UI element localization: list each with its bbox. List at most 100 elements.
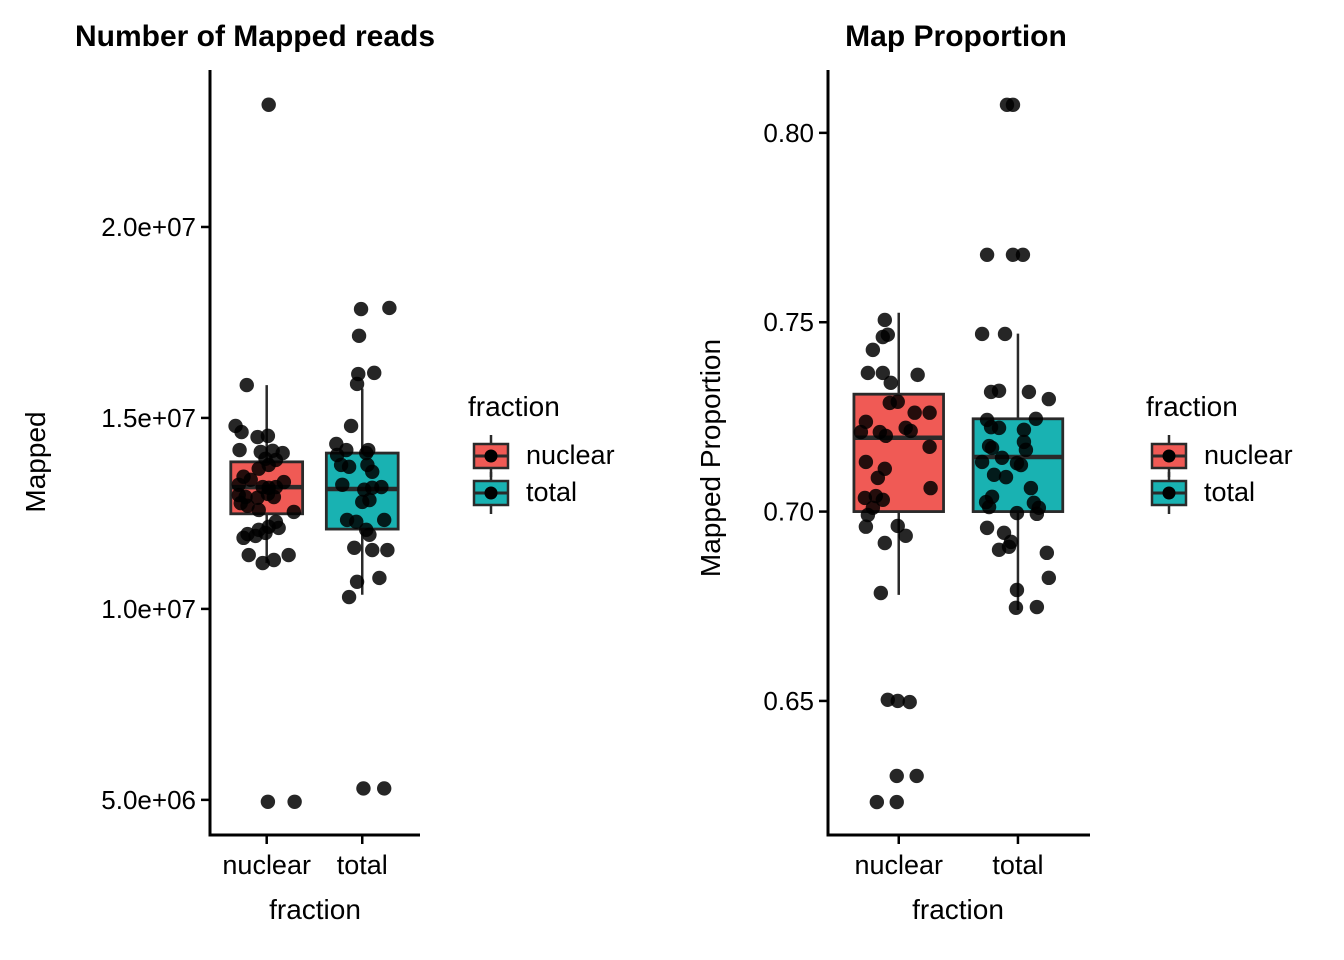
data-point bbox=[981, 499, 997, 515]
data-point bbox=[898, 528, 913, 544]
right-chart-title: Map Proportion bbox=[845, 20, 1067, 53]
legend-entry-nuclear: nuclear bbox=[468, 434, 615, 477]
data-point bbox=[1023, 480, 1039, 496]
data-point bbox=[1021, 384, 1037, 400]
data-point bbox=[231, 477, 246, 492]
data-point bbox=[1016, 422, 1032, 437]
data-point bbox=[261, 97, 276, 112]
data-point bbox=[1009, 505, 1025, 521]
data-point bbox=[923, 480, 938, 496]
data-point bbox=[880, 327, 895, 342]
jitter-points-total bbox=[974, 97, 1057, 615]
data-point bbox=[922, 405, 937, 420]
data-point bbox=[353, 301, 369, 317]
data-point bbox=[271, 520, 286, 536]
data-point bbox=[341, 589, 357, 605]
data-point bbox=[362, 527, 377, 543]
data-point bbox=[903, 423, 918, 439]
y-tick-label: 0.75 bbox=[763, 307, 814, 337]
data-point bbox=[979, 520, 995, 536]
data-point bbox=[382, 300, 397, 316]
legend-label-total: total bbox=[526, 477, 578, 507]
data-point bbox=[349, 514, 364, 530]
data-point bbox=[243, 472, 258, 488]
data-point bbox=[1041, 570, 1057, 586]
data-point bbox=[351, 328, 367, 344]
data-point bbox=[878, 428, 893, 444]
data-point bbox=[857, 490, 873, 506]
data-point bbox=[998, 469, 1014, 485]
y-tick-label: 0.65 bbox=[763, 686, 814, 716]
data-point bbox=[890, 518, 905, 534]
data-point bbox=[376, 781, 392, 796]
data-point bbox=[860, 365, 876, 381]
boxplot-key-icon-total bbox=[472, 471, 510, 514]
data-point bbox=[1039, 545, 1055, 561]
data-point bbox=[343, 418, 359, 434]
data-point bbox=[376, 512, 392, 528]
data-point bbox=[1018, 442, 1034, 458]
data-point bbox=[922, 439, 937, 455]
legend-entry-total: total bbox=[468, 471, 615, 514]
data-point bbox=[365, 542, 380, 558]
data-point bbox=[260, 794, 276, 809]
data-point bbox=[890, 693, 905, 709]
legend-title: fraction bbox=[1146, 391, 1238, 422]
data-point bbox=[889, 794, 904, 810]
data-point bbox=[356, 781, 371, 796]
legend-label-nuclear: nuclear bbox=[1204, 440, 1293, 470]
data-point bbox=[974, 326, 990, 342]
left-legend: fraction nuclear total bbox=[468, 391, 615, 514]
data-point bbox=[261, 457, 276, 473]
data-point bbox=[349, 574, 365, 589]
data-point bbox=[241, 547, 256, 563]
left-x-axis-title: fraction bbox=[269, 894, 361, 925]
data-point bbox=[258, 525, 273, 541]
data-point bbox=[365, 464, 380, 479]
y-tick-label: 0.70 bbox=[763, 497, 814, 527]
data-point bbox=[858, 519, 874, 534]
data-point bbox=[374, 479, 389, 495]
data-point bbox=[883, 375, 898, 391]
data-point bbox=[1028, 411, 1044, 426]
data-point bbox=[869, 794, 885, 810]
data-point bbox=[979, 247, 995, 263]
x-tick-label: total bbox=[992, 850, 1043, 880]
x-tick-label: total bbox=[337, 850, 388, 880]
data-point bbox=[260, 428, 276, 444]
jitter-points-nuclear bbox=[853, 312, 938, 810]
data-point bbox=[875, 492, 891, 508]
data-point bbox=[890, 394, 905, 409]
y-tick-label: 1.0e+07 bbox=[101, 594, 196, 624]
data-point bbox=[873, 585, 889, 601]
data-point bbox=[1015, 247, 1031, 263]
data-point bbox=[1013, 457, 1029, 473]
data-point bbox=[367, 365, 382, 381]
data-point bbox=[250, 429, 265, 445]
data-point bbox=[1005, 97, 1021, 113]
data-point bbox=[1041, 391, 1057, 407]
data-point bbox=[870, 470, 886, 486]
data-point bbox=[349, 376, 365, 392]
data-point bbox=[991, 383, 1007, 398]
data-point bbox=[1009, 582, 1025, 598]
data-point bbox=[984, 440, 1000, 456]
y-tick-label: 5.0e+06 bbox=[101, 785, 196, 815]
legend-title: fraction bbox=[468, 391, 560, 422]
left-chart-title: Number of Mapped reads bbox=[74, 20, 436, 53]
boxplot-key-icon-nuclear bbox=[472, 434, 510, 477]
data-point bbox=[860, 507, 876, 523]
data-point bbox=[266, 552, 282, 568]
data-point bbox=[1008, 600, 1024, 615]
data-point bbox=[362, 492, 377, 508]
data-point bbox=[875, 365, 891, 381]
data-point bbox=[907, 405, 922, 420]
data-point bbox=[287, 794, 302, 809]
data-point bbox=[239, 377, 254, 393]
data-point bbox=[877, 312, 893, 328]
x-tick-label: nuclear bbox=[854, 850, 943, 880]
data-point bbox=[877, 535, 893, 551]
data-point bbox=[994, 450, 1010, 466]
right-x-axis-title: fraction bbox=[912, 894, 1004, 925]
